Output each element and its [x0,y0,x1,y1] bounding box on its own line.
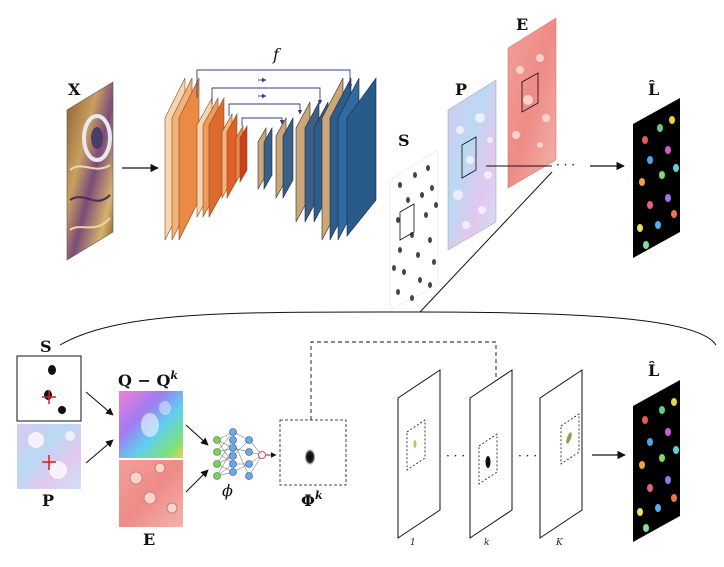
offset-crop-bottom [17,424,81,489]
dashed-route-to-frame-k [310,341,500,420]
phi-k-sup: k [315,489,323,502]
frame-K [539,369,583,539]
mlp-network-icon [213,428,266,480]
seed-map-top [389,149,439,311]
q-diff-label: Q − Qk [118,369,178,390]
offset-map-top [447,79,497,251]
arrow-q-to-mlp [185,424,209,446]
frames-dots-1: · · · [446,449,465,463]
phi-k-label: Φk [301,489,323,510]
arrow-seed-to-q [85,391,114,416]
arrow-e-to-mlp [185,469,209,493]
offset-map-label-bottom: P [42,491,54,510]
arrow-offset-to-e [85,439,114,464]
label-map-bottom [633,380,680,542]
zoom-bracket-curve [59,311,717,346]
label-map-label-top: L̂ [648,80,659,99]
unet-network [164,69,377,241]
frame-1-label: 1 [410,538,416,548]
q-diff-main: Q − Q [118,371,170,390]
frame-k [469,369,513,539]
embedding-map-top [507,17,557,189]
instance-probability-map [279,419,347,486]
network-f-label: f [272,45,282,64]
seed-crop-bottom [16,355,82,422]
zoom-connector-line [419,171,553,313]
frames-dots-2: · · · [518,449,537,463]
label-map-label-bottom: L̂ [648,361,659,380]
offset-map-label-top: P [455,80,467,99]
q-diff-sup: k [170,369,178,382]
frame-k-label: k [484,538,489,548]
input-histology-image [66,81,114,261]
embedding-map-label-bottom: E [143,530,155,549]
embedding-crop-bottom [119,460,183,527]
frame-K-label: K [555,538,564,548]
q-diff-map [119,391,183,458]
mlp-phi-label: ϕ [222,481,233,500]
label-map-top [633,98,680,258]
embedding-map-label-top: E [516,15,528,34]
top-flow-dots: · · · [556,158,575,172]
seed-map-label-bottom: S [40,337,52,356]
input-image-label: X [68,80,81,99]
seed-map-label-top: S [398,131,410,150]
frame-1 [397,369,441,539]
phi-k-main: Φ [301,491,315,510]
